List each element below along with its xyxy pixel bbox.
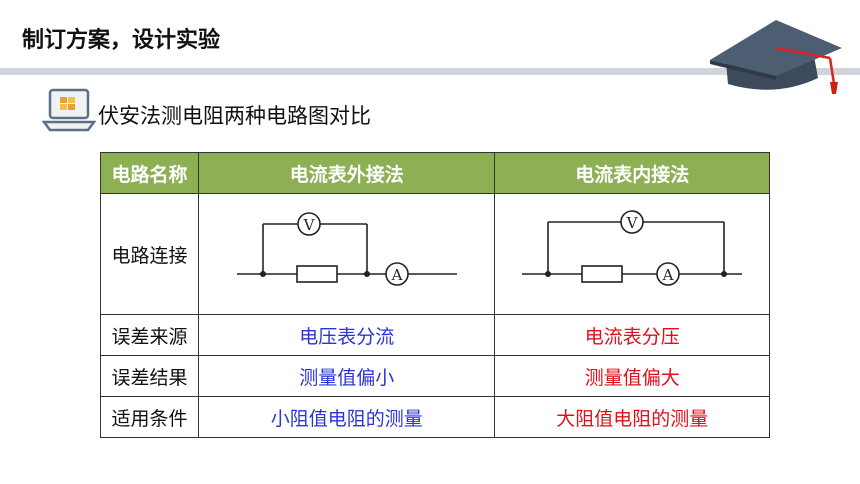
page-title: 制订方案，设计实验	[22, 28, 221, 53]
ammeter-symbol	[656, 261, 680, 286]
voltmeter-label: V	[302, 216, 315, 234]
external-connection-diagram: V A	[236, 211, 457, 286]
header-internal: 电流表内接法	[494, 152, 770, 194]
internal-connection-diagram: V A	[522, 209, 743, 286]
subtitle: 伏安法测电阻两种电路图对比	[98, 104, 371, 128]
row-label-applicable: 适用条件	[99, 396, 200, 438]
internal-applicable: 大阻值电阻的测量	[494, 396, 770, 438]
ammeter-label: A	[662, 266, 674, 284]
comparison-table: 电路名称 电流表外接法 电流表内接法 电路连接 V	[99, 152, 770, 438]
graduation-cap-icon	[710, 20, 842, 94]
table-row-error-result: 误差结果 测量值偏小 测量值偏大	[99, 355, 770, 397]
row-label-circuit: 电路连接	[99, 193, 200, 315]
row-label-error-source: 误差来源	[99, 314, 200, 356]
title-underline	[0, 68, 860, 75]
external-circuit-cell: V A	[198, 193, 496, 315]
ammeter-label: A	[390, 266, 402, 284]
external-error-result: 测量值偏小	[198, 355, 496, 397]
external-applicable: 小阻值电阻的测量	[198, 396, 496, 438]
laptop-icon	[42, 88, 96, 132]
header-external: 电流表外接法	[198, 152, 496, 194]
ammeter-symbol	[384, 261, 409, 286]
voltmeter-symbol	[620, 209, 644, 234]
table-row-applicable: 适用条件 小阻值电阻的测量 大阻值电阻的测量	[99, 396, 770, 438]
internal-error-result: 测量值偏大	[494, 355, 770, 397]
header-circuit-name: 电路名称	[99, 152, 200, 194]
external-error-source: 电压表分流	[198, 314, 496, 356]
voltmeter-label: V	[626, 214, 639, 232]
table-header-row: 电路名称 电流表外接法 电流表内接法	[99, 152, 770, 194]
internal-error-source: 电流表分压	[494, 314, 770, 356]
internal-circuit-cell: V A	[494, 193, 770, 315]
table-row-circuit: 电路连接 V A	[99, 193, 770, 315]
row-label-error-result: 误差结果	[99, 355, 200, 397]
table-row-error-source: 误差来源 电压表分流 电流表分压	[99, 314, 770, 356]
voltmeter-symbol	[296, 211, 321, 236]
